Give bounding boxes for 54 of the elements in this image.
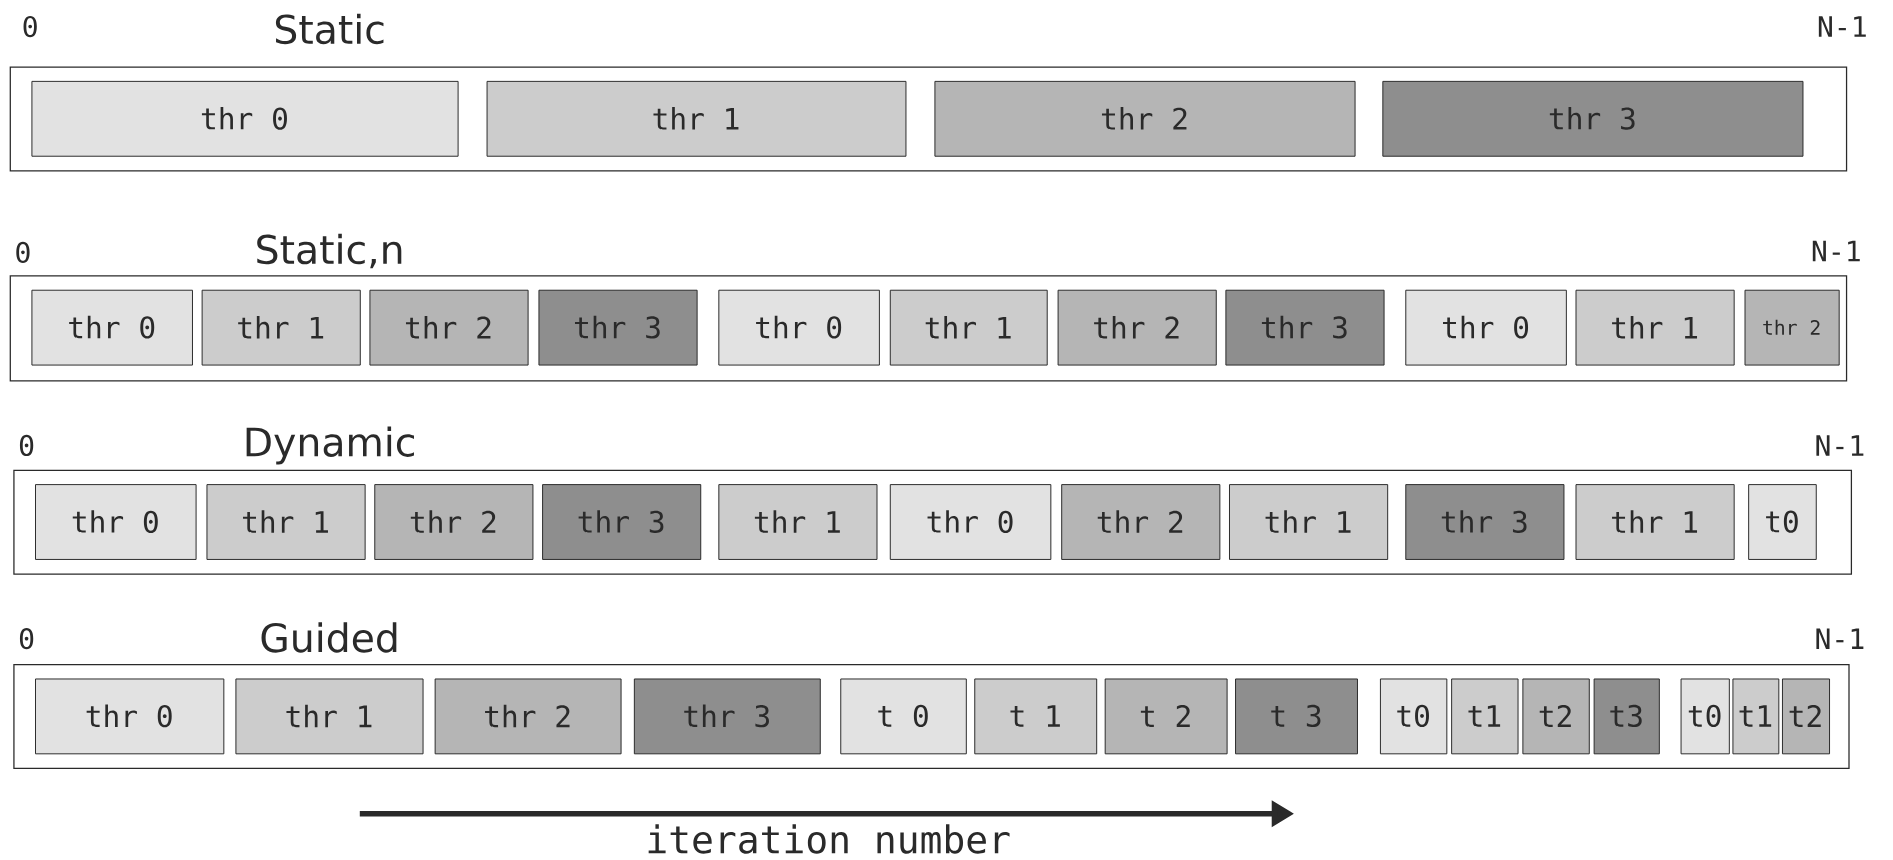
band-title: Static,n [257, 234, 402, 269]
index-label: N-1 [1816, 628, 1864, 650]
thread-chunk: t0 [1748, 484, 1817, 561]
thread-chunk: t 3 [1235, 678, 1358, 755]
thread-chunk: thr 3 [542, 484, 702, 561]
thread-chunk: t0 [1379, 678, 1448, 755]
thread-chunk: thr 2 [434, 678, 622, 755]
thread-chunk: t0 [1680, 678, 1730, 755]
thread-chunk: t 2 [1104, 678, 1228, 755]
thread-chunk: thr 0 [889, 484, 1052, 561]
thread-chunk: t3 [1593, 678, 1660, 755]
thread-chunk: thr 1 [718, 484, 878, 561]
index-label: N-1 [1818, 16, 1866, 38]
thread-chunk: t 1 [974, 678, 1098, 755]
index-label: N-1 [1816, 435, 1864, 456]
thread-chunk: thr 2 [369, 289, 529, 366]
thread-chunk: t1 [1451, 678, 1519, 755]
thread-chunk: thr 1 [235, 678, 424, 755]
thread-chunk: thr 1 [206, 484, 366, 561]
thread-chunk: t2 [1522, 678, 1590, 755]
axis-label: iteration number [648, 824, 1010, 854]
thread-chunk: thr 0 [718, 289, 880, 366]
thread-chunk: t 0 [840, 678, 967, 755]
thread-chunk: thr 2 [1744, 289, 1840, 366]
thread-chunk: thr 2 [1057, 289, 1217, 366]
thread-chunk: thr 3 [1225, 289, 1385, 366]
thread-chunk: t2 [1781, 678, 1831, 755]
thread-chunk: thr 2 [1061, 484, 1221, 561]
thread-chunk: thr 1 [486, 81, 907, 157]
thread-chunk: thr 1 [1575, 289, 1735, 366]
thread-chunk: thr 3 [538, 289, 698, 366]
index-label: 0 [19, 435, 34, 457]
index-label: 0 [19, 628, 34, 650]
index-label: 0 [23, 16, 37, 38]
thread-chunk: thr 3 [633, 678, 821, 755]
index-label: 0 [16, 241, 30, 264]
thread-chunk: thr 2 [374, 484, 534, 561]
thread-chunk: thr 0 [31, 289, 193, 366]
thread-chunk: thr 1 [201, 289, 361, 366]
thread-chunk: thr 0 [1405, 289, 1567, 366]
thread-chunk: thr 1 [1229, 484, 1389, 561]
thread-chunk: thr 1 [889, 289, 1048, 366]
band-title: Dynamic [246, 426, 414, 465]
thread-chunk: thr 0 [35, 484, 197, 561]
thread-chunk: thr 2 [934, 81, 1356, 157]
index-label: N-1 [1812, 241, 1860, 262]
thread-chunk: thr 3 [1382, 81, 1804, 157]
band-title: Static [275, 13, 384, 45]
thread-chunk: thr 3 [1405, 484, 1565, 561]
thread-chunk: t1 [1732, 678, 1780, 755]
thread-chunk: thr 0 [35, 678, 225, 755]
thread-chunk: thr 0 [31, 81, 459, 157]
band-title: Guided [261, 622, 397, 653]
thread-chunk: thr 1 [1575, 484, 1735, 561]
